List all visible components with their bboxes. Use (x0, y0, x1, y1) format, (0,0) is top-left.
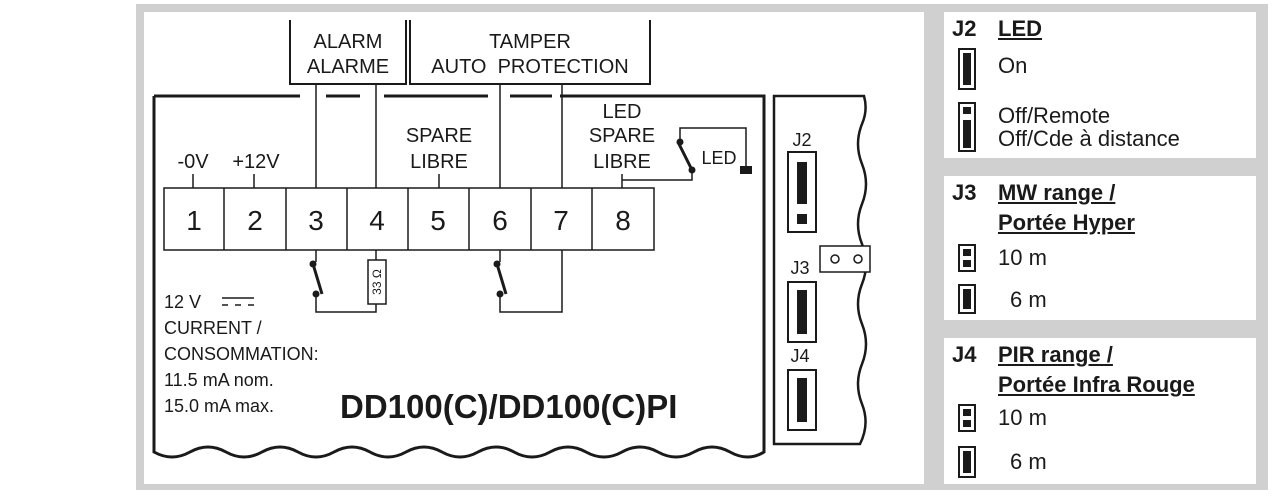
legend-j3-10m-jumper (958, 244, 976, 272)
connector-symbol (819, 245, 871, 273)
tamper-label: TAMPER (489, 31, 571, 53)
terminal-1: 1 (186, 205, 202, 236)
legend-j4-panel: J4 PIR range / Portée Infra Rouge 10 m 6… (944, 338, 1256, 484)
legend-j4-id: J4 (952, 342, 977, 367)
legend-j4-title-1: PIR range / (998, 342, 1113, 367)
led-spare-label-2: SPARE (589, 125, 655, 147)
board-outline (152, 94, 766, 459)
legend-j3-6m-jumper (958, 284, 976, 314)
legend-j2-title: LED (998, 16, 1042, 41)
tamper-sublabel: AUTO PROTECTION (431, 56, 628, 78)
legend-j4-6m-jumper (958, 446, 976, 478)
terminal-8: 8 (615, 205, 631, 236)
legend-j3-panel: J3 MW range / Portée Hyper 10 m 6 m (944, 176, 1256, 320)
legend-j3-id: J3 (952, 180, 977, 205)
max-current: 15.0 mA max. (164, 396, 274, 416)
j3-board-label: J3 (790, 258, 809, 278)
terminal-4: 4 (369, 205, 385, 236)
legend-j4-10m-jumper (958, 404, 976, 432)
legend-j4-6m: 6 m (1010, 449, 1047, 474)
legend-j3-title-1: MW range / (998, 180, 1116, 205)
terminal-6: 6 (492, 205, 508, 236)
legend-j2-off-en: Off/Remote (998, 103, 1111, 128)
current-label: CURRENT / (164, 318, 262, 338)
libre-label: LIBRE (410, 151, 468, 173)
legend-j3-10m: 10 m (998, 245, 1047, 270)
label-0v: -0V (177, 151, 209, 173)
voltage-label: 12 V (164, 292, 201, 312)
alarm-group-box (289, 20, 407, 85)
alarm-label-en: ALARM (314, 31, 383, 53)
legend-j2-on: On (998, 53, 1028, 78)
alarm-label-fr: ALARME (307, 56, 389, 78)
legend-j2-on-jumper (958, 48, 976, 90)
label-12v: +12V (232, 151, 280, 173)
resistor-label: 33 Ω (370, 269, 384, 295)
alarm-contact-symbol (309, 250, 387, 313)
legend-j4-title-2: Portée Infra Rouge (998, 372, 1195, 397)
legend-j3-6m: 6 m (1010, 287, 1047, 312)
legend-j3-title-2: Portée Hyper (998, 210, 1135, 235)
terminal-2: 2 (247, 205, 263, 236)
led-spare-label-1: LED (603, 101, 642, 123)
legend-j2-id: J2 (952, 16, 977, 41)
led-switch-symbol (622, 127, 752, 181)
legend-j2-off-fr: Off/Cde à distance (998, 126, 1180, 151)
model-name: DD100(C)/DD100(C)PI (340, 388, 677, 425)
terminal-3: 3 (308, 205, 324, 236)
legend-j2-off-jumper (958, 102, 976, 152)
legend-j4-10m: 10 m (998, 405, 1047, 430)
terminal-5: 5 (430, 205, 446, 236)
terminal-7: 7 (553, 205, 569, 236)
j2-board-label: J2 (792, 130, 811, 150)
tamper-group-box (409, 20, 651, 85)
tamper-contact-symbol (493, 250, 563, 313)
led-spare-label-3: LIBRE (593, 151, 651, 173)
j4-board-label: J4 (790, 346, 809, 366)
led-indicator-label: LED (701, 148, 736, 168)
spare-label: SPARE (406, 125, 472, 147)
nominal-current: 11.5 mA nom. (164, 370, 274, 390)
dc-symbol (222, 297, 254, 306)
consommation-label: CONSOMMATION: (164, 344, 319, 364)
legend-j2-panel: J2 LED On Off/Remote Off/Cde à distance (944, 12, 1256, 158)
terminal-block (163, 187, 655, 251)
